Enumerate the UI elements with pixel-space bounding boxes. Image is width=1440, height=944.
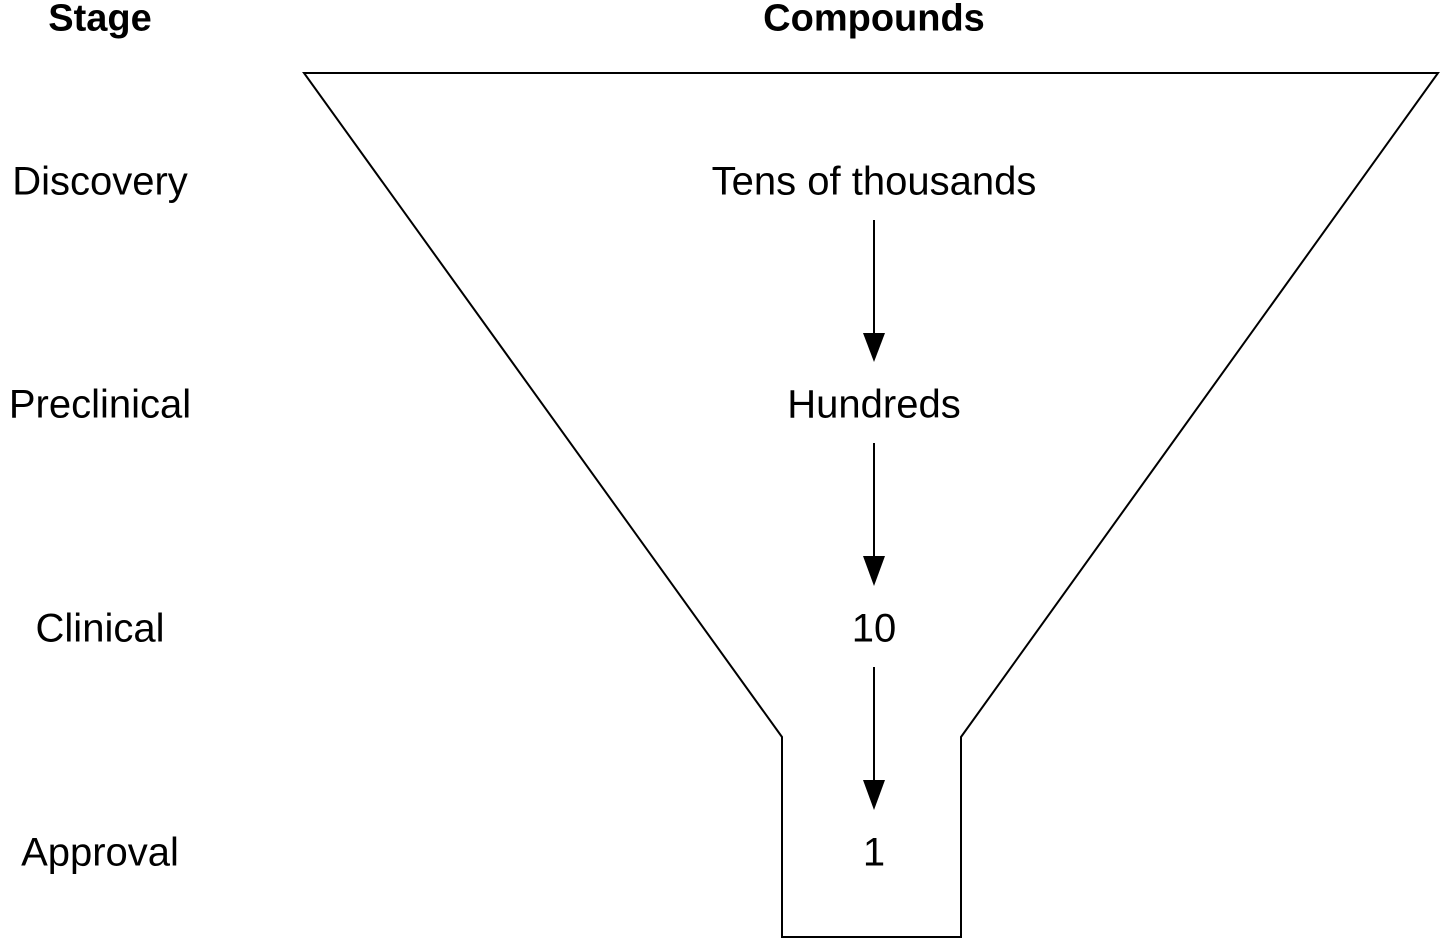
stage-clinical: Clinical (35, 606, 165, 651)
stage-discovery: Discovery (12, 159, 188, 204)
stage-preclinical: Preclinical (8, 382, 192, 427)
compounds-preclinical: Hundreds (787, 382, 961, 427)
arrowhead-3 (863, 780, 885, 810)
stage-approval: Approval (21, 830, 179, 875)
arrowhead-1 (863, 333, 885, 362)
flow-arrow-1 (863, 220, 885, 362)
compounds-clinical: 10 (851, 606, 897, 651)
compounds-column-header: Compounds (763, 0, 985, 40)
arrowhead-2 (863, 556, 885, 586)
compounds-discovery: Tens of thousands (711, 159, 1037, 204)
compounds-approval: 1 (862, 830, 886, 875)
stage-column-header: Stage (48, 0, 152, 40)
funnel-outline (302, 72, 1440, 938)
flow-arrow-2 (863, 443, 885, 586)
flow-arrow-3 (863, 667, 885, 810)
